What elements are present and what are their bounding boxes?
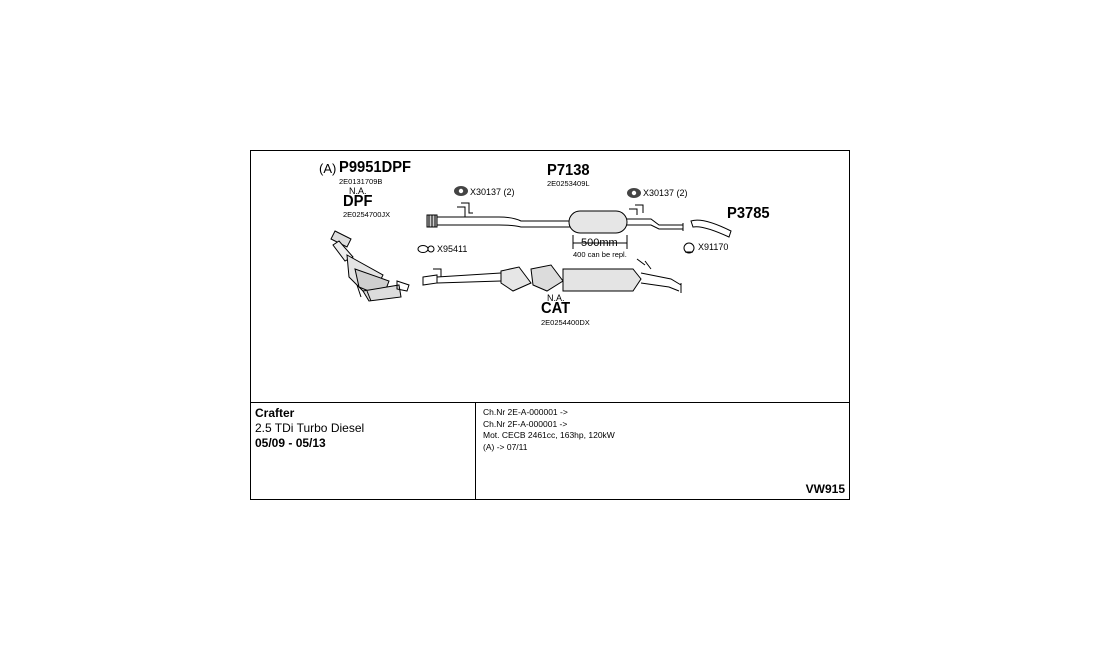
p9951-part-code: P9951DPF bbox=[339, 159, 412, 176]
vehicle-details: Crafter 2.5 TDi Turbo Diesel 05/09 - 05/… bbox=[251, 403, 476, 500]
vehicle-years: 05/09 - 05/13 bbox=[255, 436, 326, 450]
dpf-unit-drawing bbox=[330, 230, 410, 302]
parts-diagram: (A) P9951DPF 2E0131709B N.A. DPF 2E02547… bbox=[251, 151, 849, 402]
p9951-prefix: (A) bbox=[319, 161, 337, 176]
length-label: 500mm bbox=[581, 237, 618, 249]
cat-oem-number: 2E0254400DX bbox=[541, 318, 590, 327]
mounting-rubber-icon-right bbox=[627, 188, 641, 198]
note-line: Mot. CECB 2461cc, 163hp, 120kW bbox=[483, 430, 615, 440]
mounting-rubber-icon-left bbox=[454, 186, 468, 196]
dpf-na-label: N.A. bbox=[349, 186, 367, 196]
dpf-label: DPF bbox=[343, 193, 373, 210]
exhaust-parts-drawing bbox=[330, 186, 732, 302]
p3785-part-code: P3785 bbox=[727, 205, 770, 222]
vehicle-engine: 2.5 TDi Turbo Diesel bbox=[255, 421, 365, 435]
p7138-oem-number: 2E0253409L bbox=[547, 179, 590, 188]
replacement-note: 400 can be repl. bbox=[573, 250, 627, 259]
x30137-left-label: X30137 (2) bbox=[470, 187, 515, 197]
cat-na-label: N.A. bbox=[547, 293, 565, 303]
x91170-label: X91170 bbox=[698, 242, 729, 252]
vehicle-info-panel: Crafter 2.5 TDi Turbo Diesel 05/09 - 05/… bbox=[251, 402, 849, 500]
clamp-icon bbox=[683, 242, 695, 254]
vehicle-model: Crafter bbox=[255, 406, 295, 420]
note-line: (A) -> 07/11 bbox=[483, 441, 528, 452]
cat-label: CAT bbox=[541, 300, 571, 317]
gasket-icon bbox=[417, 245, 435, 253]
tail-pipe-drawing bbox=[690, 219, 732, 238]
note-line: Ch.Nr 2E-A-000001 -> bbox=[483, 407, 568, 417]
x95411-label: X95411 bbox=[437, 244, 468, 254]
reference-code: VW915 bbox=[805, 482, 845, 496]
p7138-part-code: P7138 bbox=[547, 162, 590, 179]
note-line: Ch.Nr 2F-A-000001 -> bbox=[483, 418, 568, 429]
fitment-notes: Ch.Nr 2E-A-000001 -> Ch.Nr 2F-A-000001 -… bbox=[483, 407, 615, 453]
x30137-right-label: X30137 (2) bbox=[643, 188, 688, 198]
p9951-oem-number: 2E0131709B bbox=[339, 177, 383, 186]
front-pipe-drawing bbox=[426, 202, 684, 249]
dpf-oem-number: 2E0254700JX bbox=[343, 210, 391, 219]
exhaust-diagram-sheet: (A) P9951DPF 2E0131709B N.A. DPF 2E02547… bbox=[250, 150, 850, 500]
cat-assembly-drawing bbox=[422, 258, 682, 293]
